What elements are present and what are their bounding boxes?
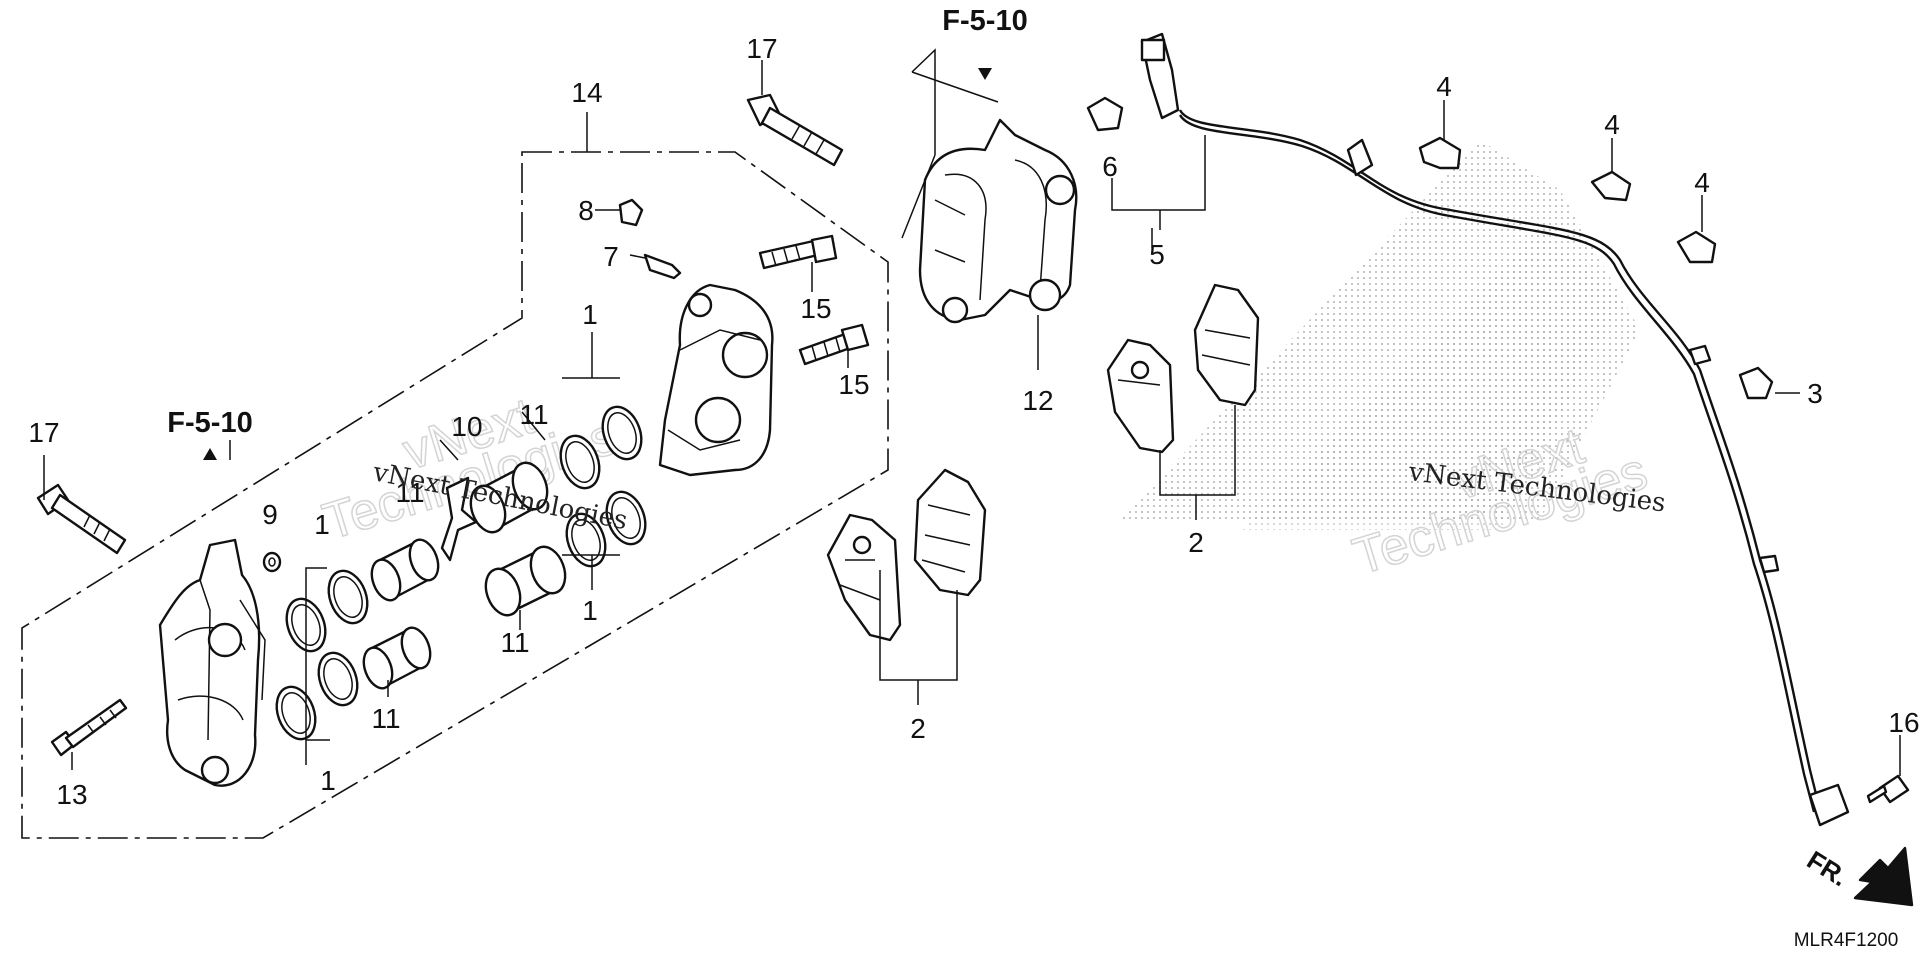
- piston-left-lower[interactable]: [359, 624, 436, 692]
- part-label-16[interactable]: 16: [1888, 707, 1919, 738]
- part-label-11-top[interactable]: 11: [519, 399, 548, 430]
- front-direction-label: FR.: [1802, 845, 1853, 893]
- part-label-9[interactable]: 9: [262, 499, 278, 530]
- part-label-11-bottom[interactable]: 11: [371, 703, 400, 734]
- caliper-assembly-boundary: [21, 151, 889, 839]
- piston-center-upper[interactable]: [465, 458, 553, 537]
- clip-3[interactable]: [1738, 366, 1774, 400]
- left-mounting-bolt[interactable]: [36, 483, 127, 555]
- brake-pad-set-right[interactable]: [1106, 283, 1260, 454]
- part-label-1-left-top[interactable]: 1: [314, 509, 330, 540]
- part-label-15-bottom[interactable]: 15: [838, 369, 869, 400]
- brake-pad-set-center[interactable]: [826, 468, 987, 642]
- part-label-1-top[interactable]: 1: [582, 299, 598, 330]
- front-direction-arrow: FR.: [1802, 845, 1914, 907]
- bolt-16[interactable]: [1866, 774, 1910, 804]
- reference-label-top[interactable]: F-5-10: [942, 5, 1027, 37]
- left-caliper-body[interactable]: [158, 538, 266, 787]
- washer-9[interactable]: [262, 551, 282, 573]
- seal-set-right[interactable]: [554, 401, 652, 571]
- part-label-3[interactable]: 3: [1807, 378, 1823, 409]
- part-label-17-left[interactable]: 17: [28, 417, 59, 448]
- part-label-2-right[interactable]: 2: [1188, 527, 1204, 558]
- part-label-4-b[interactable]: 4: [1604, 109, 1620, 140]
- leader-lines: [43, 48, 1901, 776]
- part-label-1-left-bottom[interactable]: 1: [320, 765, 336, 796]
- part-label-14[interactable]: 14: [571, 77, 602, 108]
- part-label-5[interactable]: 5: [1149, 239, 1165, 270]
- part-label-10[interactable]: 10: [451, 411, 482, 442]
- bleeder-cap-8[interactable]: [618, 198, 644, 227]
- connector-6[interactable]: [1086, 96, 1124, 132]
- part-label-11-mid[interactable]: 11: [500, 627, 529, 658]
- part-label-4-a[interactable]: 4: [1436, 71, 1452, 102]
- part-label-15-top[interactable]: 15: [800, 293, 831, 324]
- clip-4-a[interactable]: [1418, 136, 1462, 170]
- reference-arrow-top: [978, 68, 992, 80]
- bolt-15-upper[interactable]: [758, 234, 838, 270]
- part-label-17-top[interactable]: 17: [746, 33, 777, 64]
- mounting-bolt-17-top[interactable]: [746, 93, 844, 167]
- piston-left-upper[interactable]: [367, 536, 444, 604]
- seal-set-left[interactable]: [270, 565, 374, 744]
- caliper-inner-half[interactable]: [658, 283, 774, 477]
- bolt-15-lower[interactable]: [798, 323, 870, 366]
- pad-spring-10[interactable]: [440, 476, 478, 562]
- clip-4-b[interactable]: [1590, 170, 1632, 202]
- brake-caliper-12[interactable]: [918, 118, 1078, 324]
- clip-4-c[interactable]: [1676, 230, 1717, 264]
- bleeder-bolt-13[interactable]: [50, 698, 128, 757]
- part-label-8[interactable]: 8: [578, 195, 594, 226]
- reference-arrow-left: [203, 448, 217, 460]
- background-dot-shading: [1120, 140, 1640, 530]
- part-label-12[interactable]: 12: [1022, 385, 1053, 416]
- diagram-code: MLR4F1200: [1794, 930, 1899, 951]
- part-label-13[interactable]: 13: [56, 779, 87, 810]
- part-label-6[interactable]: 6: [1102, 151, 1118, 182]
- reference-label-left[interactable]: F-5-10: [167, 407, 252, 439]
- piston-center-lower[interactable]: [480, 542, 571, 620]
- part-label-11-left[interactable]: 11: [395, 477, 424, 508]
- part-label-7[interactable]: 7: [603, 241, 619, 272]
- part-label-2-center[interactable]: 2: [910, 713, 926, 744]
- part-label-4-c[interactable]: 4: [1694, 167, 1710, 198]
- part-label-1-bottom[interactable]: 1: [582, 595, 598, 626]
- wheel-speed-sensor-wire[interactable]: [1140, 32, 1850, 827]
- bleeder-valve-7[interactable]: [643, 253, 682, 280]
